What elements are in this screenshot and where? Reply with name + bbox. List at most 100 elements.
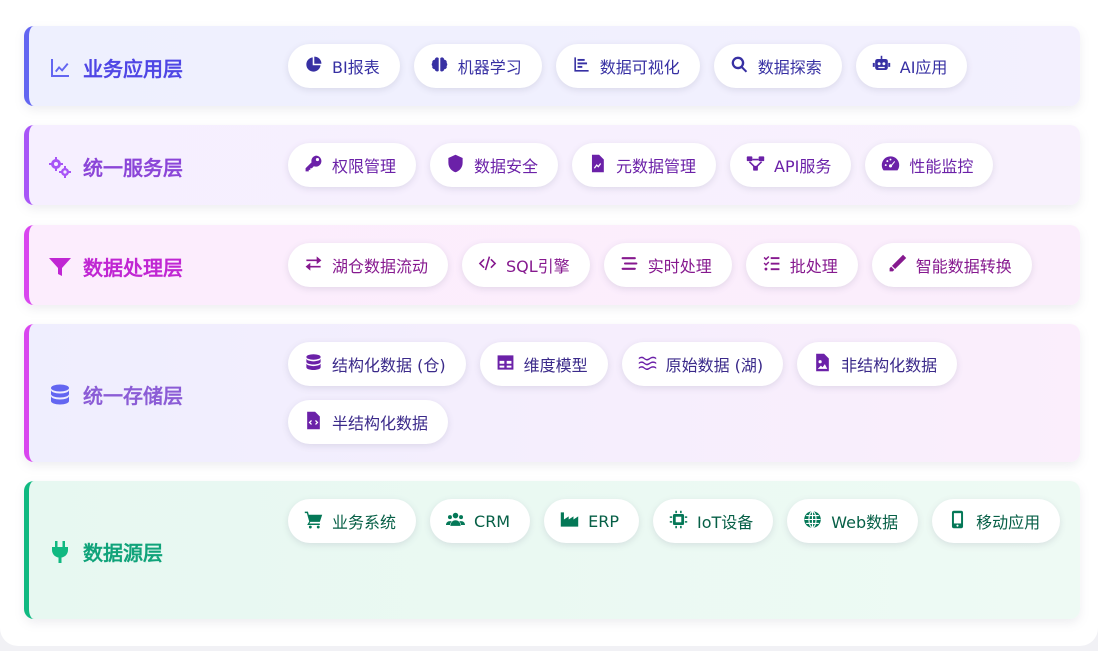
layer-items: BI报表 机器学习 数据可视化 数据探索 AI应用 bbox=[288, 44, 1066, 88]
chip-label: 性能监控 bbox=[909, 157, 974, 176]
chip-label: 元数据管理 bbox=[616, 157, 697, 176]
chip-batch-processing[interactable]: 批处理 bbox=[745, 243, 858, 287]
chip-label: 原始数据 (湖) bbox=[665, 356, 764, 375]
robot-icon bbox=[872, 55, 891, 78]
chip-data-security[interactable]: 数据安全 bbox=[430, 143, 559, 187]
industry-icon bbox=[560, 510, 579, 533]
globe-icon bbox=[803, 510, 822, 533]
database-icon bbox=[304, 353, 323, 376]
chip-label: 数据可视化 bbox=[599, 58, 680, 77]
chip-structured-data[interactable]: 结构化数据 (仓) bbox=[288, 342, 466, 386]
tasks-icon bbox=[762, 254, 781, 277]
chip-bi-report[interactable]: BI报表 bbox=[288, 44, 400, 88]
layer-items: 湖仓数据流动 SQL引擎 实时处理 批处理 智能数据转换 bbox=[288, 243, 1066, 287]
layer-title: 统一存储层 bbox=[83, 384, 183, 408]
chip-dimensional-model[interactable]: 维度模型 bbox=[479, 342, 608, 386]
layer-source: 数据源层 业务系统 CRM ERP IoT设备 Web数据 bbox=[24, 481, 1080, 619]
exchange-icon bbox=[304, 254, 323, 277]
chip-api-service[interactable]: API服务 bbox=[730, 143, 852, 187]
layer-title: 数据源层 bbox=[83, 541, 163, 565]
chip-label: 实时处理 bbox=[647, 257, 712, 276]
chip-web-data[interactable]: Web数据 bbox=[787, 499, 919, 543]
chip-label: ERP bbox=[588, 511, 619, 531]
chart-bar-icon bbox=[572, 55, 591, 78]
chip-business-systems[interactable]: 业务系统 bbox=[288, 499, 417, 543]
chip-label: AI应用 bbox=[899, 58, 948, 77]
code-icon bbox=[478, 254, 497, 277]
water-icon bbox=[638, 353, 657, 376]
network-icon bbox=[746, 154, 765, 177]
chip-performance-monitoring[interactable]: 性能监控 bbox=[865, 143, 994, 187]
chip-lakehouse-flow[interactable]: 湖仓数据流动 bbox=[288, 243, 449, 287]
chip-label: Web数据 bbox=[831, 513, 899, 532]
chip-iot-devices[interactable]: IoT设备 bbox=[652, 499, 774, 543]
cogs-icon bbox=[47, 154, 73, 180]
chip-erp[interactable]: ERP bbox=[544, 499, 639, 543]
layer-header: 统一服务层 bbox=[47, 152, 183, 181]
layer-items: 结构化数据 (仓) 维度模型 原始数据 (湖) 非结构化数据 半结构化数据 bbox=[288, 342, 1066, 444]
layer-header: 数据处理层 bbox=[47, 252, 183, 281]
magic-wand-icon bbox=[888, 254, 907, 277]
file-image-icon bbox=[813, 353, 832, 376]
chip-label: 权限管理 bbox=[332, 157, 397, 176]
layer-header: 统一存储层 bbox=[47, 380, 183, 409]
users-icon bbox=[446, 510, 466, 533]
chip-label: IoT设备 bbox=[696, 513, 754, 532]
gauge-icon bbox=[881, 154, 900, 177]
chart-pie-icon bbox=[304, 55, 323, 78]
layer-processing: 数据处理层 湖仓数据流动 SQL引擎 实时处理 批处理 智能数据转换 bbox=[24, 225, 1080, 305]
shield-icon bbox=[446, 154, 465, 177]
brain-icon bbox=[430, 55, 449, 78]
chip-unstructured-data[interactable]: 非结构化数据 bbox=[797, 342, 958, 386]
chip-label: API服务 bbox=[774, 157, 832, 176]
layer-storage: 统一存储层 结构化数据 (仓) 维度模型 原始数据 (湖) 非结构化数据 半结构… bbox=[24, 324, 1080, 462]
key-icon bbox=[304, 154, 323, 177]
chip-permission-management[interactable]: 权限管理 bbox=[288, 143, 417, 187]
chip-realtime-processing[interactable]: 实时处理 bbox=[603, 243, 732, 287]
chip-label: 移动应用 bbox=[976, 513, 1041, 532]
chip-data-visualization[interactable]: 数据可视化 bbox=[555, 44, 700, 88]
microchip-icon bbox=[669, 510, 688, 533]
chip-label: 湖仓数据流动 bbox=[332, 257, 429, 276]
chip-label: 非结构化数据 bbox=[841, 356, 938, 375]
table-icon bbox=[496, 353, 515, 376]
chip-label: 机器学习 bbox=[457, 58, 522, 77]
search-icon bbox=[730, 55, 749, 78]
file-code-icon bbox=[304, 411, 323, 434]
layer-service: 统一服务层 权限管理 数据安全 元数据管理 API服务 性能监控 bbox=[24, 125, 1080, 205]
chip-smart-transformation[interactable]: 智能数据转换 bbox=[871, 243, 1032, 287]
chip-metadata-management[interactable]: 元数据管理 bbox=[572, 143, 717, 187]
chip-label: 结构化数据 (仓) bbox=[332, 356, 446, 375]
cart-icon bbox=[304, 510, 323, 533]
chip-label: BI报表 bbox=[332, 58, 380, 77]
chip-sql-engine[interactable]: SQL引擎 bbox=[462, 243, 590, 287]
chip-label: 数据探索 bbox=[757, 58, 822, 77]
chip-label: SQL引擎 bbox=[506, 257, 570, 276]
chip-label: 半结构化数据 bbox=[332, 414, 429, 433]
layer-items: 权限管理 数据安全 元数据管理 API服务 性能监控 bbox=[288, 143, 1066, 187]
database-icon bbox=[47, 382, 73, 408]
filter-icon bbox=[47, 254, 73, 280]
chart-line-icon bbox=[47, 55, 73, 81]
layer-title: 业务应用层 bbox=[83, 57, 183, 81]
layer-header: 业务应用层 bbox=[47, 53, 183, 82]
chip-label: 维度模型 bbox=[523, 356, 588, 375]
plug-icon bbox=[47, 539, 73, 565]
chip-label: 数据安全 bbox=[474, 157, 539, 176]
chip-data-exploration[interactable]: 数据探索 bbox=[713, 44, 842, 88]
chip-label: CRM bbox=[474, 511, 511, 531]
chip-mobile-apps[interactable]: 移动应用 bbox=[932, 499, 1061, 543]
chip-raw-data[interactable]: 原始数据 (湖) bbox=[621, 342, 784, 386]
chip-crm[interactable]: CRM bbox=[430, 499, 531, 543]
chip-label: 业务系统 bbox=[332, 513, 397, 532]
layer-application: 业务应用层 BI报表 机器学习 数据可视化 数据探索 AI应用 bbox=[24, 26, 1080, 106]
layer-items: 业务系统 CRM ERP IoT设备 Web数据 移动应用 bbox=[288, 499, 1066, 543]
chip-ai-application[interactable]: AI应用 bbox=[855, 44, 968, 88]
chip-semistructured-data[interactable]: 半结构化数据 bbox=[288, 400, 449, 444]
file-icon bbox=[588, 154, 607, 177]
chip-machine-learning[interactable]: 机器学习 bbox=[413, 44, 542, 88]
chip-label: 批处理 bbox=[789, 257, 838, 276]
stream-icon bbox=[620, 254, 639, 277]
layer-header: 数据源层 bbox=[47, 537, 163, 566]
